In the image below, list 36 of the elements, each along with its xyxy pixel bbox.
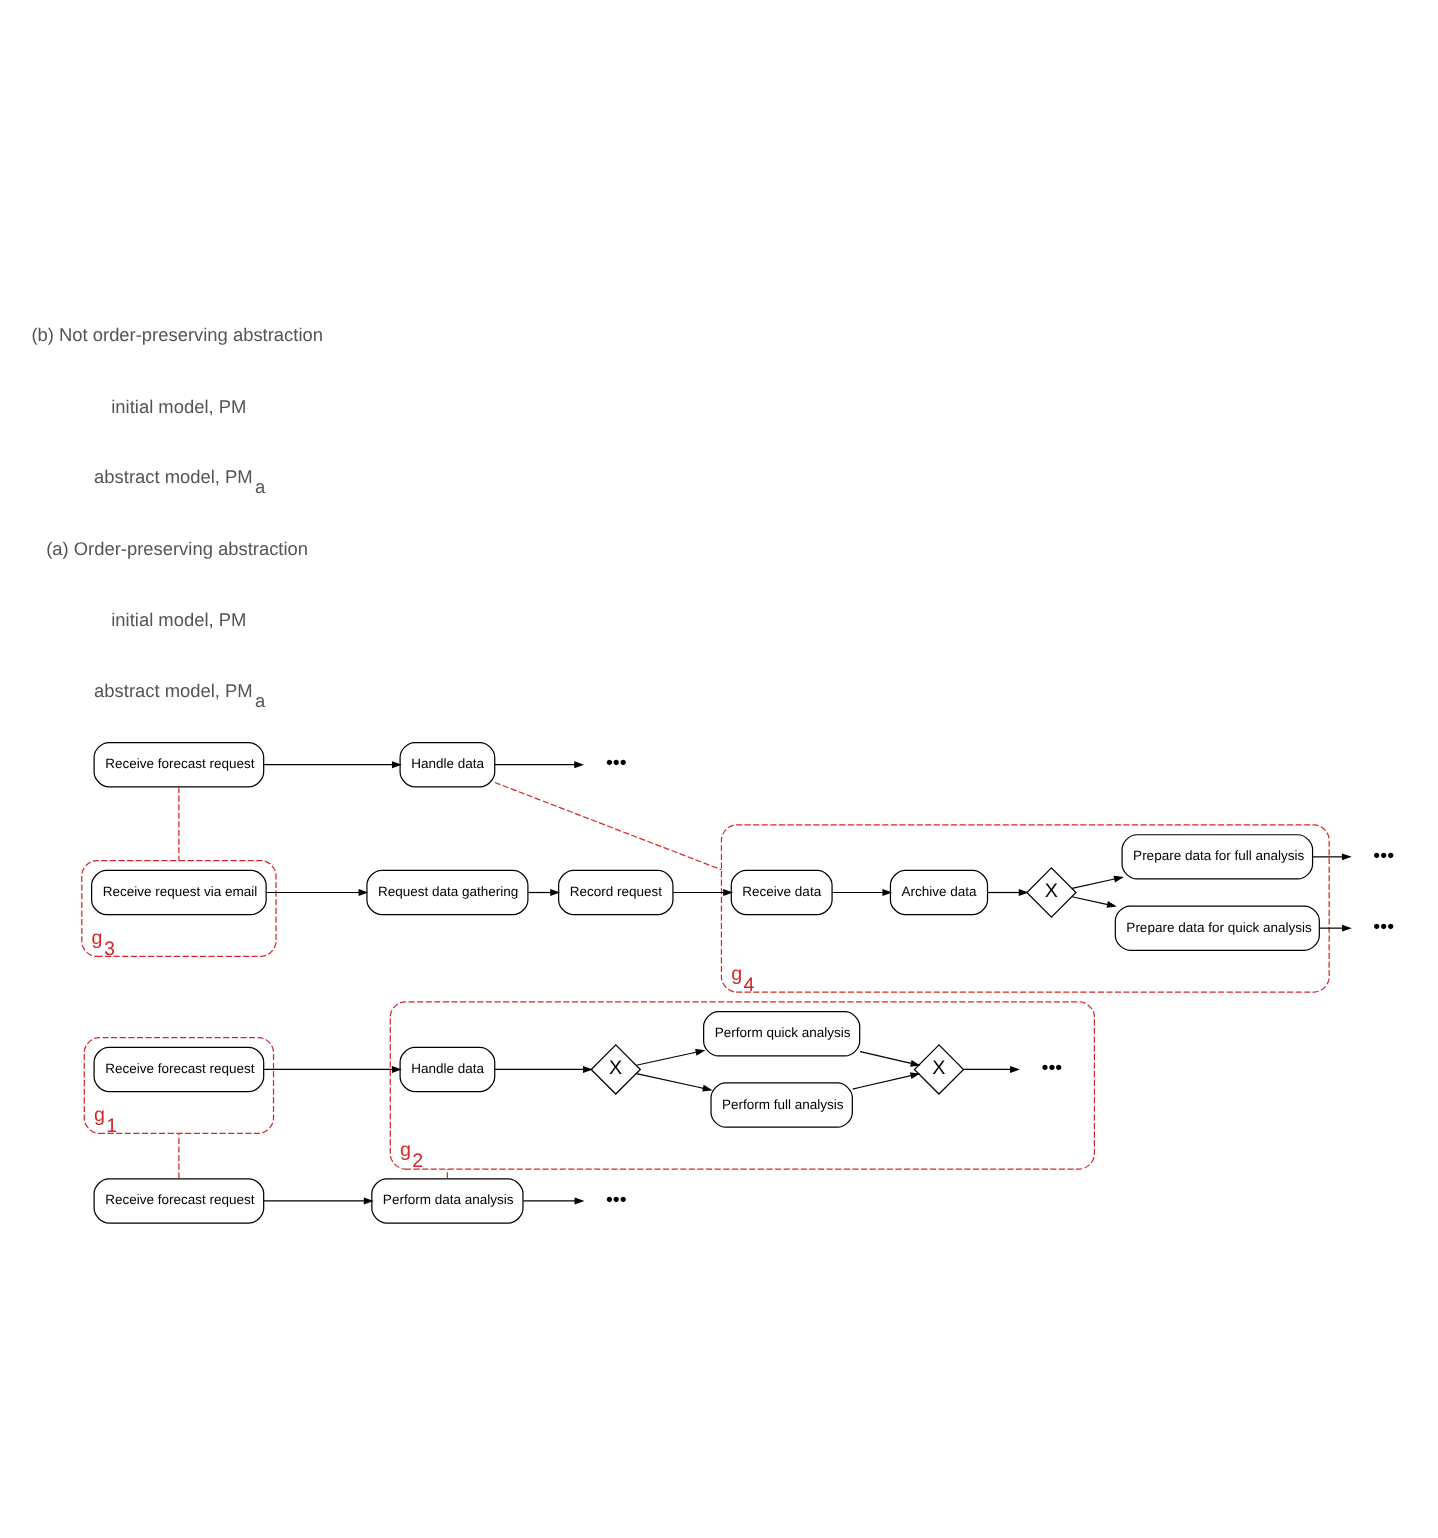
arrow <box>672 889 734 896</box>
arrow <box>635 1073 713 1092</box>
arrow <box>265 889 369 896</box>
node-text: ••• <box>1373 916 1395 939</box>
arrow <box>635 1048 706 1066</box>
node-text: ••• <box>1373 845 1395 868</box>
arrow <box>852 1072 921 1090</box>
arrow <box>494 1066 593 1073</box>
label: initial model, PM <box>111 396 247 417</box>
arrow <box>1071 896 1117 908</box>
arrow <box>263 761 402 769</box>
arrow <box>831 889 893 896</box>
arrow <box>963 1066 1020 1073</box>
arrow <box>522 1197 585 1205</box>
arrow <box>1312 853 1352 861</box>
arrow <box>859 1050 921 1067</box>
connector <box>446 1168 449 1179</box>
node-diamond: X <box>1025 867 1077 918</box>
arrow <box>1319 924 1352 932</box>
node-text: ••• <box>1041 1058 1063 1081</box>
label: initial model, PM <box>111 610 247 631</box>
connector <box>494 781 723 871</box>
node-diamond: X <box>590 1044 642 1095</box>
arrow <box>494 761 585 769</box>
arrow <box>1071 875 1124 889</box>
label: (b) Not order-preserving abstraction <box>31 325 323 346</box>
arrow <box>987 889 1029 896</box>
connector <box>178 1132 180 1179</box>
arrow <box>263 1066 402 1073</box>
connector <box>178 786 180 862</box>
arrow <box>527 889 561 896</box>
label: (a) Order-preserving abstraction <box>46 539 309 560</box>
node-text: ••• <box>605 753 627 776</box>
arrow <box>263 1197 374 1205</box>
node-text: ••• <box>605 1189 627 1212</box>
node-diamond: X <box>913 1044 965 1095</box>
